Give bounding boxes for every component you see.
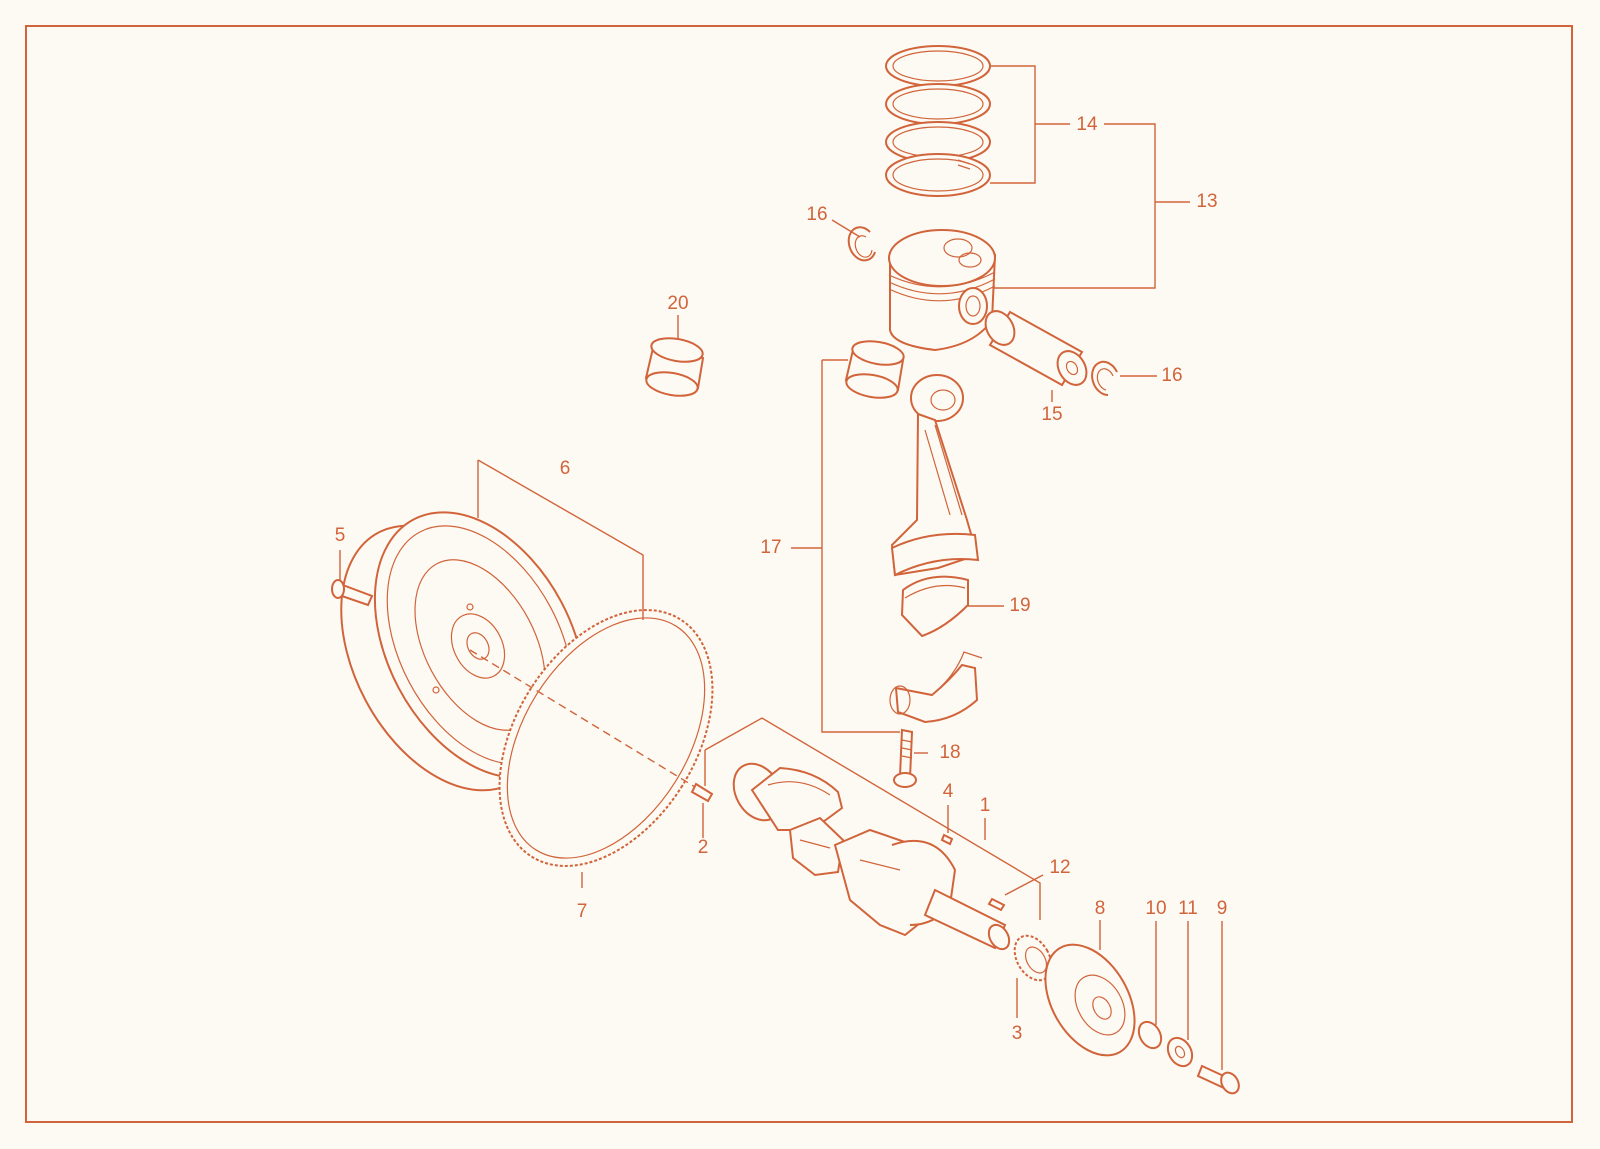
- callout-labels: 1 2 3 4 5 6 7 8 9 10 11 12 13 14 15 16 1…: [335, 114, 1228, 1044]
- piston: [888, 229, 997, 352]
- callout-16-right: 16: [1161, 365, 1182, 386]
- pulley-bolt: [1196, 1064, 1240, 1095]
- callout-16-left: 16: [806, 204, 827, 225]
- rod-bolt: [893, 728, 917, 788]
- crank-pulley: [1044, 943, 1136, 1057]
- leader-lines: [339, 65, 1223, 1070]
- dowel-pin: [690, 782, 714, 803]
- connecting-rod: [890, 374, 980, 577]
- callout-4: 4: [943, 781, 954, 802]
- bearing-shell-upper: [900, 575, 969, 638]
- callout-8: 8: [1095, 898, 1106, 919]
- diagram-frame: [25, 25, 1573, 1123]
- ring-gear: [498, 609, 714, 867]
- piston-rings: [885, 45, 991, 197]
- callout-17: 17: [760, 537, 781, 558]
- callout-14: 14: [1076, 114, 1098, 135]
- key-12: [987, 897, 1006, 912]
- snap-ring-right: [1091, 360, 1118, 397]
- callout-1: 1: [980, 795, 991, 816]
- snap-ring-left: [847, 226, 876, 262]
- callout-9: 9: [1217, 898, 1228, 919]
- bushing-20: [644, 337, 705, 397]
- flywheel-bolt: [331, 579, 374, 607]
- callout-13: 13: [1196, 191, 1217, 212]
- small-end-bushing: [844, 340, 905, 399]
- callout-20: 20: [667, 293, 688, 314]
- callout-3: 3: [1012, 1023, 1023, 1044]
- callout-19: 19: [1009, 595, 1030, 616]
- callout-11: 11: [1178, 898, 1198, 919]
- callout-6: 6: [560, 458, 571, 479]
- piston-pin: [984, 310, 1088, 387]
- crankshaft: [732, 762, 1011, 951]
- callout-12: 12: [1049, 857, 1070, 878]
- callout-5: 5: [335, 525, 346, 546]
- callout-10: 10: [1145, 898, 1166, 919]
- bearing-cap: [889, 651, 983, 724]
- callout-2: 2: [698, 837, 709, 858]
- key-4: [940, 833, 954, 846]
- callout-7: 7: [577, 901, 588, 922]
- washer: [1166, 1036, 1194, 1068]
- callout-18: 18: [939, 742, 960, 763]
- o-ring: [1137, 1020, 1163, 1050]
- callout-15: 15: [1041, 404, 1062, 425]
